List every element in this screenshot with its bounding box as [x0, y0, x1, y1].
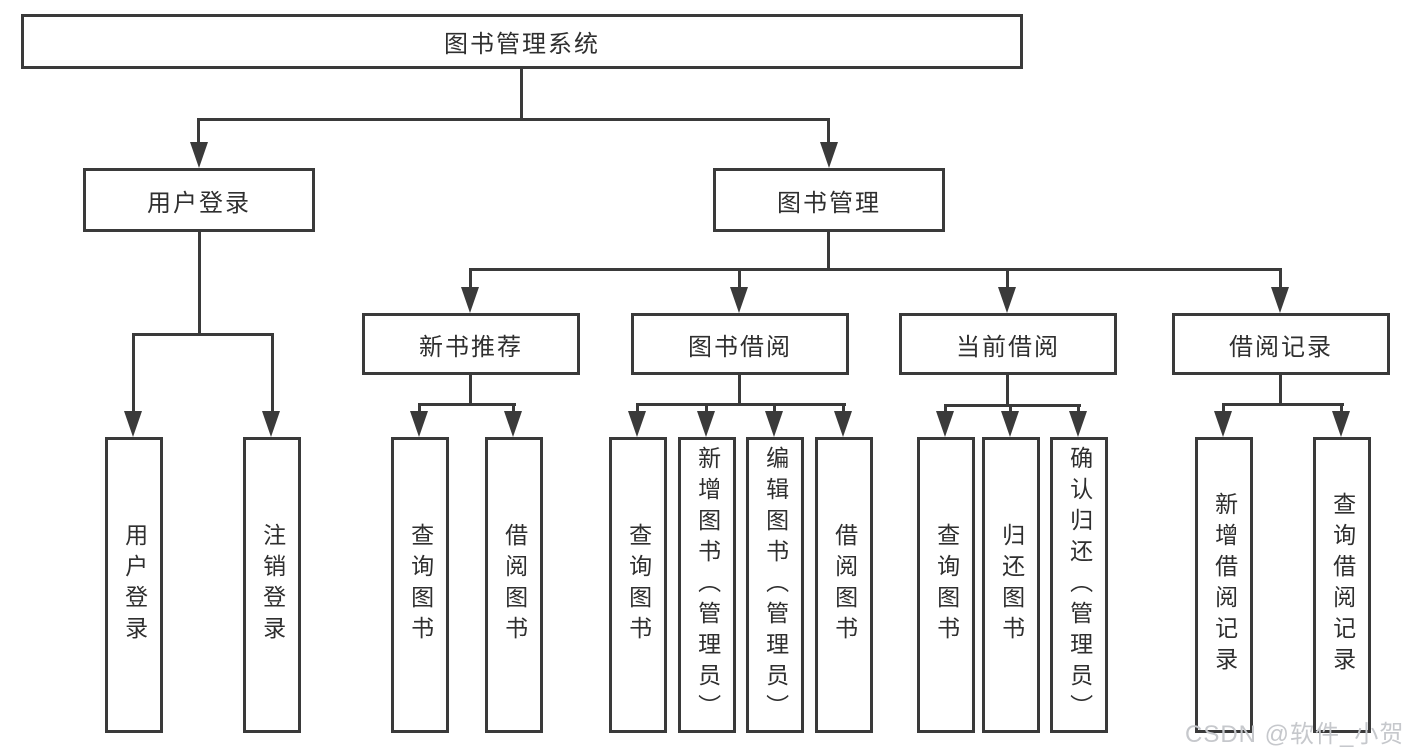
connector-line	[418, 403, 516, 406]
leaf-add-borrow-record-label: 新增借阅记录	[1211, 492, 1238, 678]
connector-line	[773, 403, 776, 413]
node-user-login-label: 用户登录	[147, 189, 251, 217]
leaf-confirm-return-admin-label: 确认归还（管理员）	[1066, 445, 1093, 725]
connector-line	[1222, 403, 1225, 413]
arrow-down-icon	[1069, 411, 1087, 437]
arrow-down-icon	[628, 411, 646, 437]
connector-line	[197, 118, 200, 146]
node-current-borrowing-label: 当前借阅	[956, 333, 1060, 361]
node-new-book-recommendation: 新书推荐	[362, 313, 580, 375]
csdn-watermark: CSDN @软件_小贺同学	[1185, 721, 1405, 747]
arrow-down-icon	[1271, 287, 1289, 313]
connector-line	[842, 403, 845, 413]
connector-line	[271, 333, 274, 413]
connector-line	[197, 118, 830, 121]
arrow-down-icon	[1001, 411, 1019, 437]
arrow-down-icon	[461, 287, 479, 313]
arrow-down-icon	[765, 411, 783, 437]
leaf-borrow-books-borrowing-label: 借阅图书	[831, 523, 858, 647]
node-new-book-recommendation-label: 新书推荐	[419, 333, 523, 361]
connector-line	[520, 69, 523, 121]
arrow-down-icon	[998, 287, 1016, 313]
node-book-management-label: 图书管理	[777, 189, 881, 217]
leaf-borrow-books-borrowing: 借阅图书	[815, 437, 873, 733]
leaf-add-book-admin-label: 新增图书（管理员）	[694, 445, 721, 725]
connector-line	[469, 268, 1282, 271]
arrow-down-icon	[936, 411, 954, 437]
node-current-borrowing: 当前借阅	[899, 313, 1117, 375]
arrow-down-icon	[820, 142, 838, 168]
connector-line	[1077, 404, 1080, 413]
connector-line	[1009, 404, 1012, 413]
connector-line	[827, 118, 830, 146]
leaf-return-books: 归还图书	[982, 437, 1040, 733]
node-library-system-label: 图书管理系统	[444, 31, 600, 58]
node-library-system: 图书管理系统	[21, 14, 1023, 69]
connector-line	[636, 403, 846, 406]
leaf-query-borrow-record: 查询借阅记录	[1313, 437, 1371, 733]
leaf-borrow-books-recommendation: 借阅图书	[485, 437, 543, 733]
arrow-down-icon	[124, 411, 142, 437]
connector-line	[944, 404, 1081, 407]
leaf-query-books-borrowing: 查询图书	[609, 437, 667, 733]
leaf-query-books-recommendation: 查询图书	[391, 437, 449, 733]
connector-line	[738, 268, 741, 291]
arrow-down-icon	[262, 411, 280, 437]
connector-line	[469, 375, 472, 405]
leaf-borrow-books-recommendation-label: 借阅图书	[501, 523, 528, 647]
connector-line	[636, 403, 639, 413]
arrow-down-icon	[730, 287, 748, 313]
leaf-edit-book-admin-label: 编辑图书（管理员）	[762, 445, 789, 725]
arrow-down-icon	[697, 411, 715, 437]
connector-line	[132, 333, 274, 336]
connector-line	[944, 404, 947, 413]
connector-line	[132, 333, 135, 413]
arrow-down-icon	[1214, 411, 1232, 437]
connector-line	[512, 403, 515, 413]
connector-line	[827, 232, 830, 270]
connector-line	[469, 268, 472, 291]
connector-line	[705, 403, 708, 413]
connector-line	[1222, 403, 1344, 406]
connector-line	[1006, 375, 1009, 406]
leaf-query-books-recommendation-label: 查询图书	[407, 523, 434, 647]
leaf-add-borrow-record: 新增借阅记录	[1195, 437, 1253, 733]
leaf-query-books-current: 查询图书	[917, 437, 975, 733]
connector-line	[738, 375, 741, 405]
leaf-user-login-label: 用户登录	[121, 523, 148, 647]
connector-line	[1340, 403, 1343, 413]
leaf-add-book-admin: 新增图书（管理员）	[678, 437, 736, 733]
arrow-down-icon	[504, 411, 522, 437]
node-book-management: 图书管理	[713, 168, 945, 232]
leaf-query-books-current-label: 查询图书	[933, 523, 960, 647]
node-borrowing-records: 借阅记录	[1172, 313, 1390, 375]
node-book-borrowing: 图书借阅	[631, 313, 849, 375]
arrow-down-icon	[410, 411, 428, 437]
connector-line	[1279, 375, 1282, 405]
leaf-edit-book-admin: 编辑图书（管理员）	[746, 437, 804, 733]
leaf-logout: 注销登录	[243, 437, 301, 733]
arrow-down-icon	[1332, 411, 1350, 437]
leaf-logout-label: 注销登录	[259, 523, 286, 647]
node-borrowing-records-label: 借阅记录	[1229, 333, 1333, 361]
leaf-return-books-label: 归还图书	[998, 523, 1025, 647]
arrow-down-icon	[190, 142, 208, 168]
connector-line	[418, 403, 421, 413]
arrow-down-icon	[834, 411, 852, 437]
connector-line	[1279, 268, 1282, 291]
node-book-borrowing-label: 图书借阅	[688, 333, 792, 361]
leaf-confirm-return-admin: 确认归还（管理员）	[1050, 437, 1108, 733]
node-user-login: 用户登录	[83, 168, 315, 232]
connector-line	[1006, 268, 1009, 291]
leaf-user-login: 用户登录	[105, 437, 163, 733]
leaf-query-books-borrowing-label: 查询图书	[625, 523, 652, 647]
connector-line	[198, 232, 201, 334]
leaf-query-borrow-record-label: 查询借阅记录	[1329, 492, 1356, 678]
